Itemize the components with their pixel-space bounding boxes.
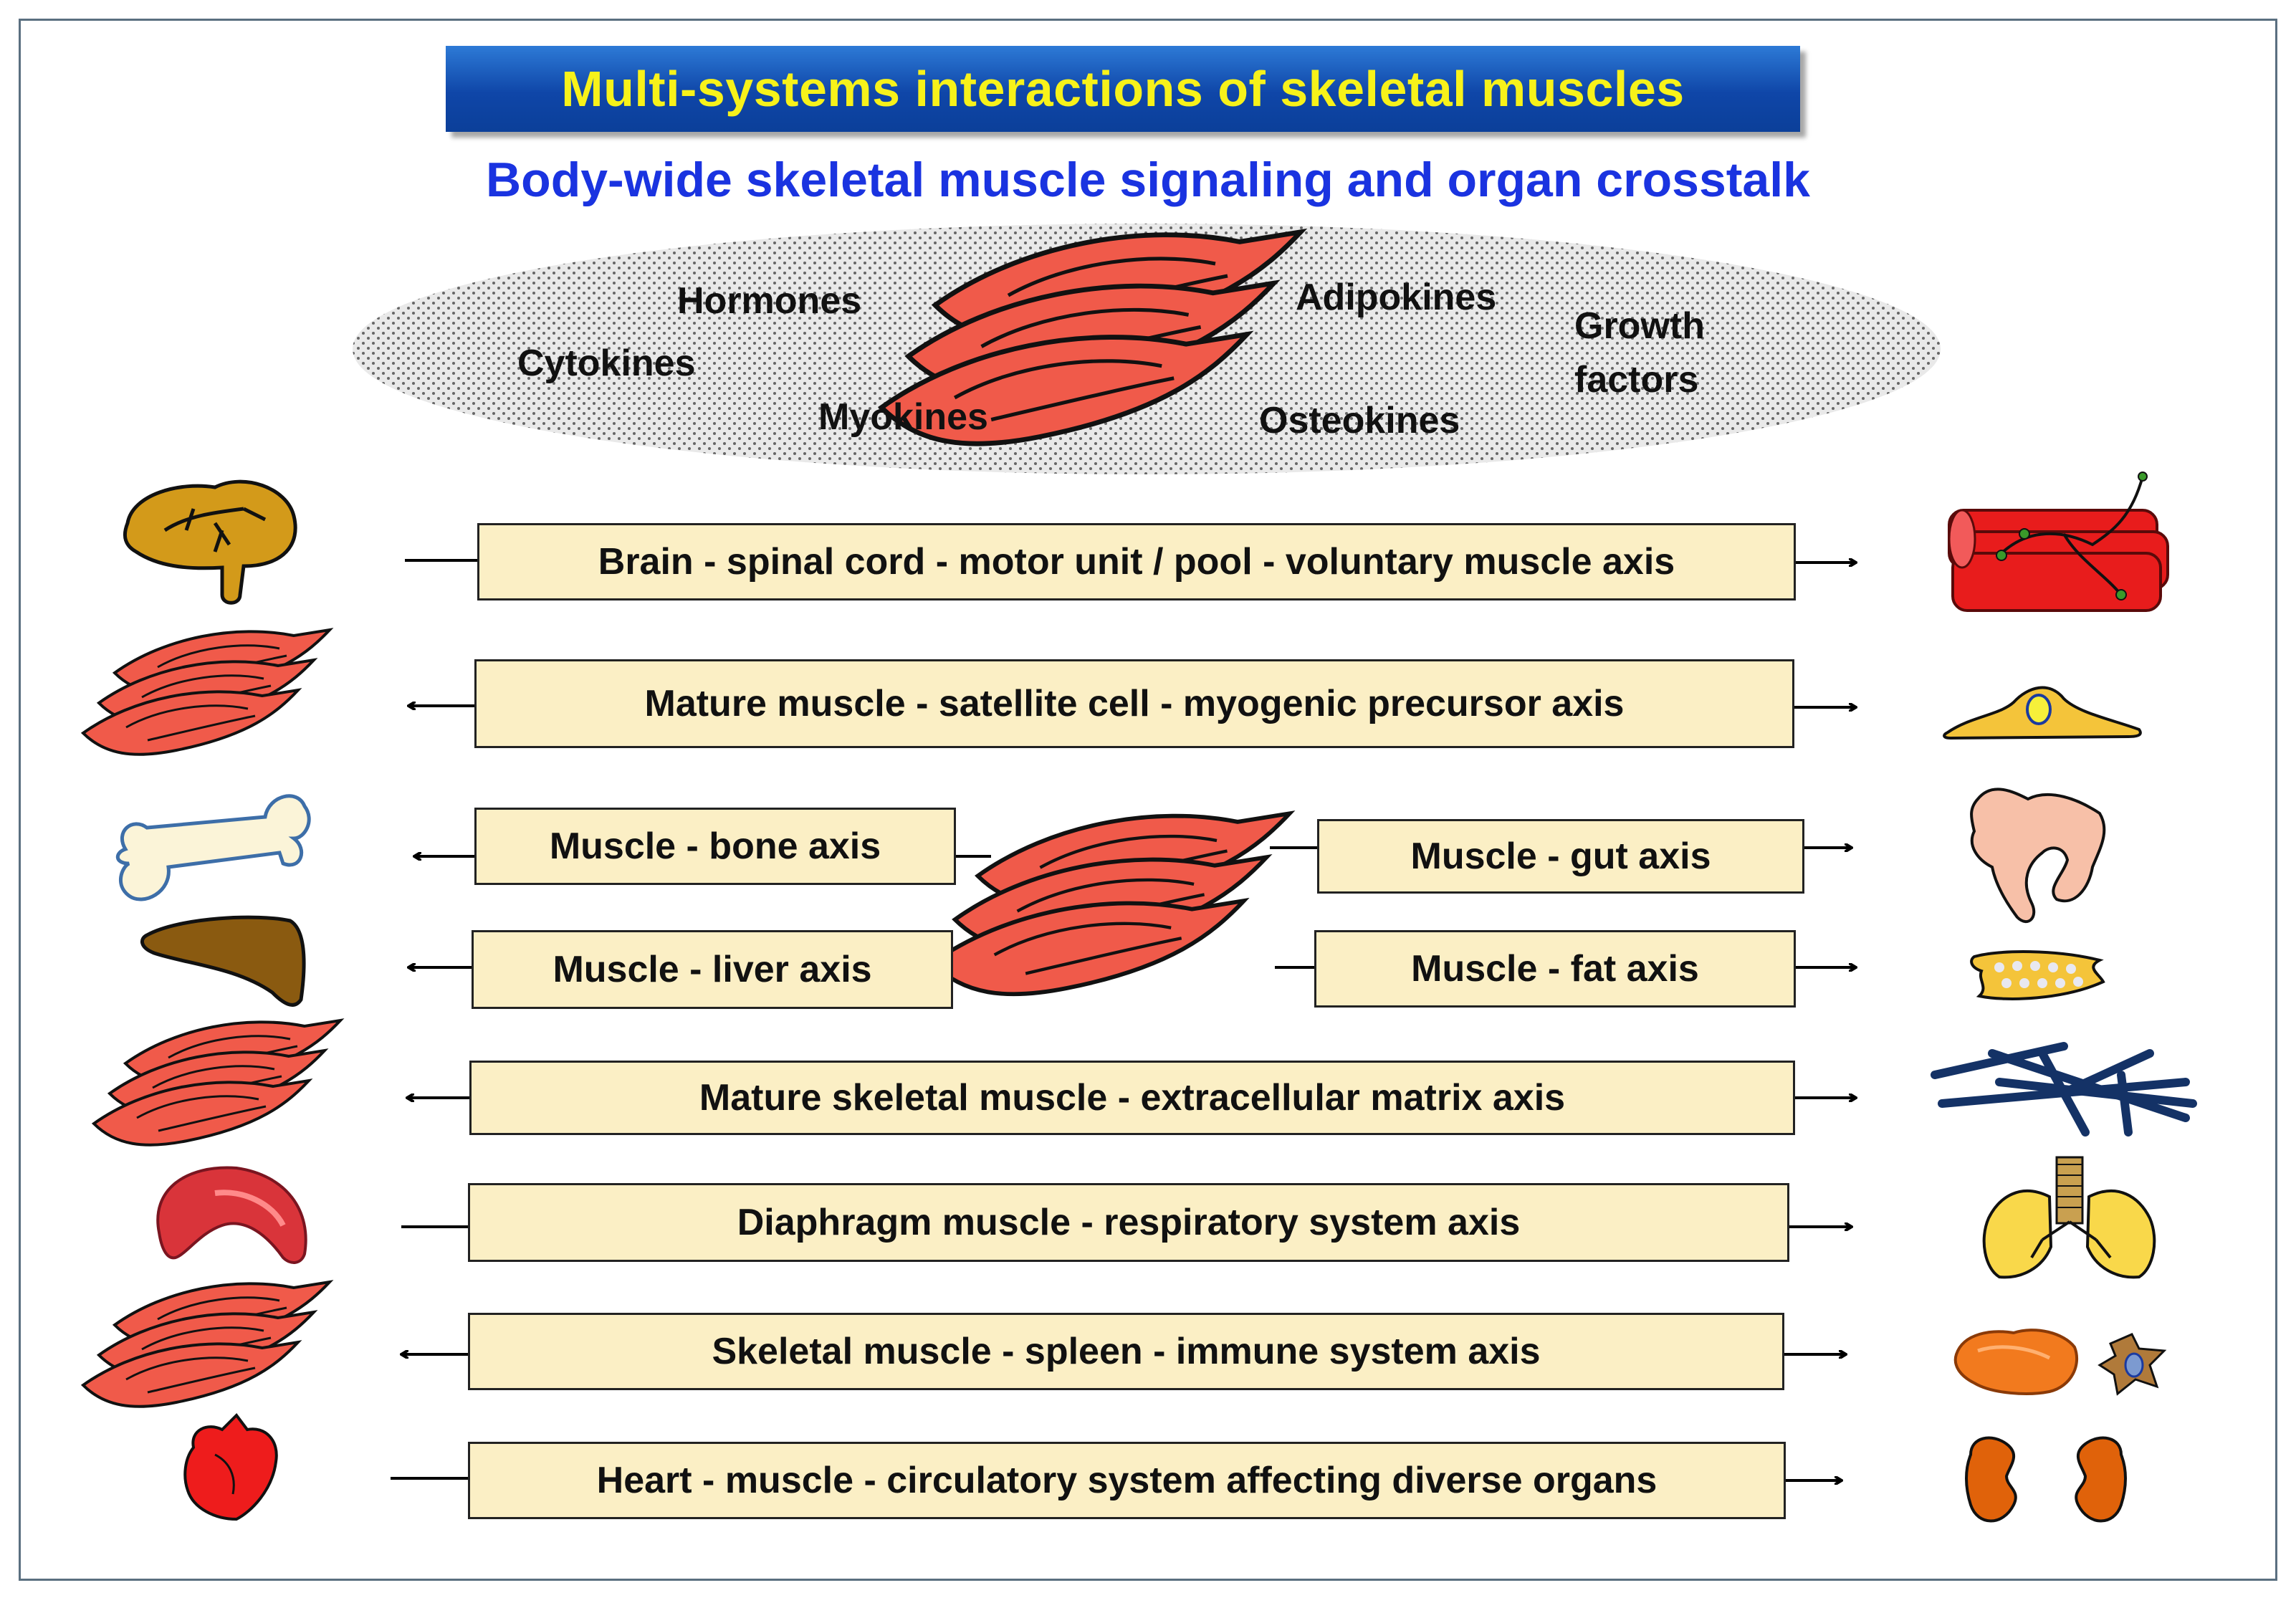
axis-muscle-bone: Muscle - bone axis [474,808,956,885]
muscle-fibers-icon [83,1282,330,1407]
gut-icon [1970,788,2106,923]
lungs-icon [1982,1156,2156,1279]
subtitle: Body-wide skeletal muscle signaling and … [486,153,1810,207]
spleen-icon [1953,1329,2079,1395]
label-cytokines: Cytokines [517,343,696,384]
heart-icon [183,1412,278,1521]
axis-satellite-cell: Mature muscle - satellite cell - myogeni… [474,659,1794,748]
muscle-fibers-icon [94,1020,340,1145]
satellite-cell-icon [1943,686,2142,740]
label-osteokines: Osteokines [1259,400,1460,441]
kidneys-icon [1965,1436,2127,1523]
collagen-matrix-icon [1931,1042,2197,1137]
label-adipokines: Adipokines [1296,277,1497,318]
label-hormones: Hormones [677,280,862,322]
axis-spleen-immune: Skeletal muscle - spleen - immune system… [468,1313,1784,1390]
brain-icon [123,479,297,605]
axis-muscle-liver: Muscle - liver axis [472,930,953,1009]
diaphragm-icon [156,1166,307,1264]
label-growth-factors-line1: Growth [1574,305,1705,347]
diagram-frame [19,19,2277,1581]
label-growth-factors-line2: factors [1574,359,1699,401]
axis-muscle-gut: Muscle - gut axis [1317,819,1804,894]
axis-brain-spinal-cord: Brain - spinal cord - motor unit / pool … [477,523,1796,600]
central-muscle-icon [932,813,1290,994]
axis-muscle-fat: Muscle - fat axis [1314,930,1796,1008]
axis-connectors [391,560,1856,1480]
muscle-bundle-icon [1948,472,2169,612]
liver-icon [140,915,306,1007]
axis-diaphragm-respiratory: Diaphragm muscle - respiratory system ax… [468,1183,1789,1262]
title-banner: Multi-systems interactions of skeletal m… [446,46,1800,132]
title: Multi-systems interactions of skeletal m… [561,61,1685,117]
macrophage-icon [2098,1333,2167,1396]
bone-icon [115,794,311,901]
muscle-fibers-icon [83,630,330,755]
label-myokines: Myokines [818,396,988,438]
label-growth-factors: Growth factors [1574,300,1705,408]
fat-tissue-icon [1970,950,2105,1000]
axis-heart-circulatory: Heart - muscle - circulatory system affe… [468,1442,1786,1519]
axis-extracellular-matrix: Mature skeletal muscle - extracellular m… [469,1061,1795,1135]
